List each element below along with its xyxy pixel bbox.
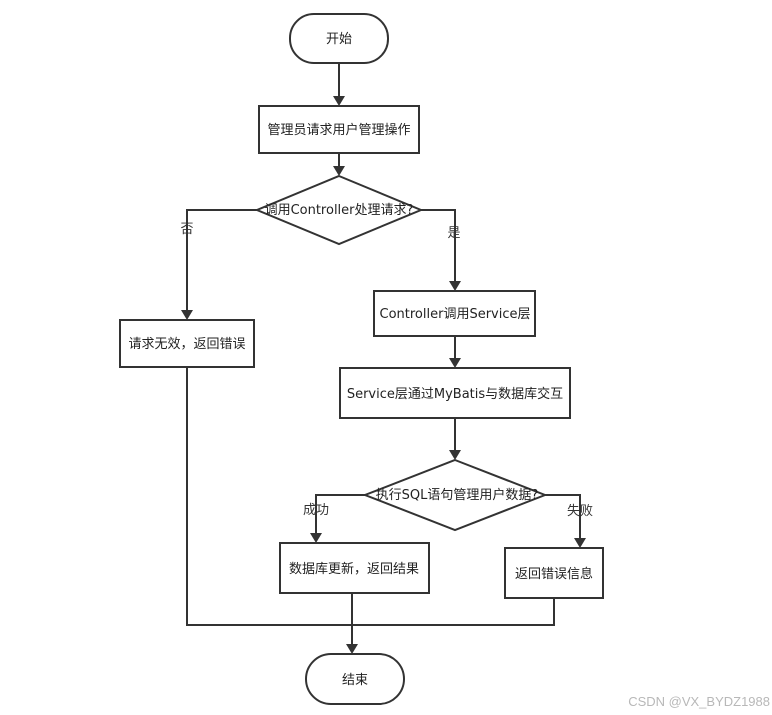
- arrow-sql-failure: [545, 494, 581, 540]
- return-error-label: 返回错误信息: [515, 566, 593, 582]
- edge-label-no: 否: [180, 222, 193, 237]
- line-error-to-merge: [352, 598, 555, 626]
- db-updated-node: 数据库更新，返回结果: [279, 542, 430, 594]
- arrow-sql-success: [315, 494, 365, 535]
- service-mybatis-label: Service层通过MyBatis与数据库交互: [347, 386, 563, 402]
- admin-request-label: 管理员请求用户管理操作: [267, 122, 410, 138]
- return-error-node: 返回错误信息: [504, 547, 604, 599]
- controller-service-node: Controller调用Service层: [373, 290, 536, 337]
- arrowhead-icon: [333, 166, 345, 176]
- connectors: [181, 63, 586, 654]
- line-invalid-to-merge: [186, 367, 352, 626]
- end-node: 结束: [305, 653, 405, 705]
- edge-label-failure: 失败: [567, 504, 593, 519]
- arrowhead-icon: [333, 96, 345, 106]
- arrow-decision-yes: [421, 209, 456, 283]
- arrowhead-icon: [346, 644, 358, 654]
- edge-label-success: 成功: [303, 503, 329, 518]
- db-updated-label: 数据库更新，返回结果: [289, 561, 419, 577]
- end-node-label: 结束: [342, 673, 368, 688]
- arrowhead-icon: [449, 281, 461, 291]
- controller-service-label: Controller调用Service层: [380, 307, 531, 322]
- admin-request-node: 管理员请求用户管理操作: [258, 105, 420, 154]
- execute-sql-decision: 执行SQL语句管理用户数据?: [362, 458, 548, 532]
- arrowhead-icon: [574, 538, 586, 548]
- arrowhead-icon: [181, 310, 193, 320]
- start-node-label: 开始: [326, 32, 352, 47]
- invalid-request-node: 请求无效，返回错误: [119, 319, 255, 368]
- arrowhead-icon: [449, 358, 461, 368]
- edge-label-yes: 是: [447, 226, 460, 241]
- arrow-decision-no: [186, 209, 257, 312]
- execute-sql-label: 执行SQL语句管理用户数据?: [376, 487, 539, 503]
- arrowhead-icon: [310, 533, 322, 543]
- watermark: CSDN @VX_BYDZ1988: [628, 694, 770, 709]
- call-controller-label: 调用Controller处理请求?: [265, 203, 414, 218]
- service-mybatis-node: Service层通过MyBatis与数据库交互: [339, 367, 571, 419]
- start-node: 开始: [289, 13, 389, 64]
- call-controller-decision: 调用Controller处理请求?: [254, 174, 424, 246]
- arrowhead-icon: [449, 450, 461, 460]
- invalid-request-label: 请求无效，返回错误: [128, 337, 245, 352]
